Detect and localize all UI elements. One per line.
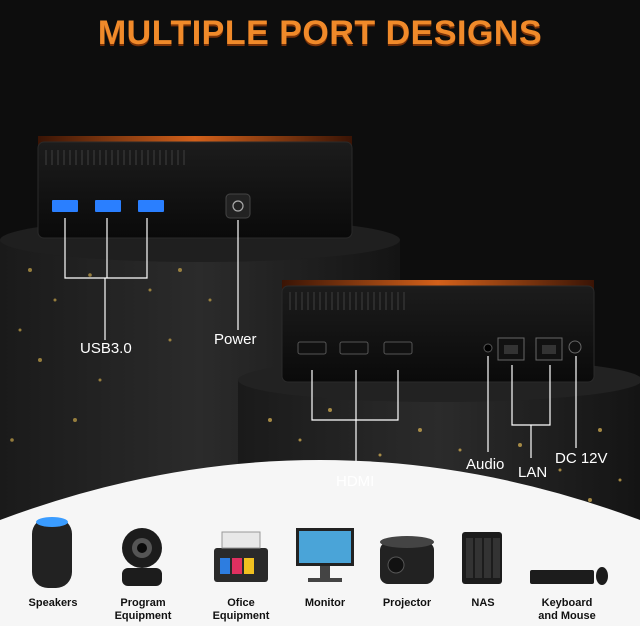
device-label-projector: Projector — [382, 597, 432, 609]
device-label-monitor: Monitor — [304, 597, 346, 609]
lan-label: LAN — [518, 464, 548, 481]
mini-pc-front — [37, 136, 353, 239]
device-label-speakers: Speakers — [28, 597, 78, 609]
speakers-icon — [32, 517, 72, 588]
dc-label: DC 12V — [555, 450, 608, 467]
device-label-nas: NAS — [471, 597, 495, 609]
projector-icon — [380, 536, 434, 584]
page-title: MULTIPLE PORT DESIGNS — [97, 14, 543, 52]
callout-lines — [64, 218, 577, 470]
camera-icon — [122, 528, 162, 586]
usb-label: USB3.0 — [80, 340, 132, 357]
audio-label: Audio — [466, 456, 505, 473]
nas-icon — [462, 532, 502, 584]
keyboard-mouse-icon — [530, 567, 608, 585]
printer-icon — [214, 531, 268, 582]
hdmi-label: HDMI — [336, 473, 375, 490]
device-icons — [32, 517, 608, 588]
mini-pc-rear — [281, 280, 595, 383]
power-label: Power — [214, 331, 257, 348]
monitor-icon — [296, 528, 354, 582]
usb-ports — [52, 200, 164, 212]
